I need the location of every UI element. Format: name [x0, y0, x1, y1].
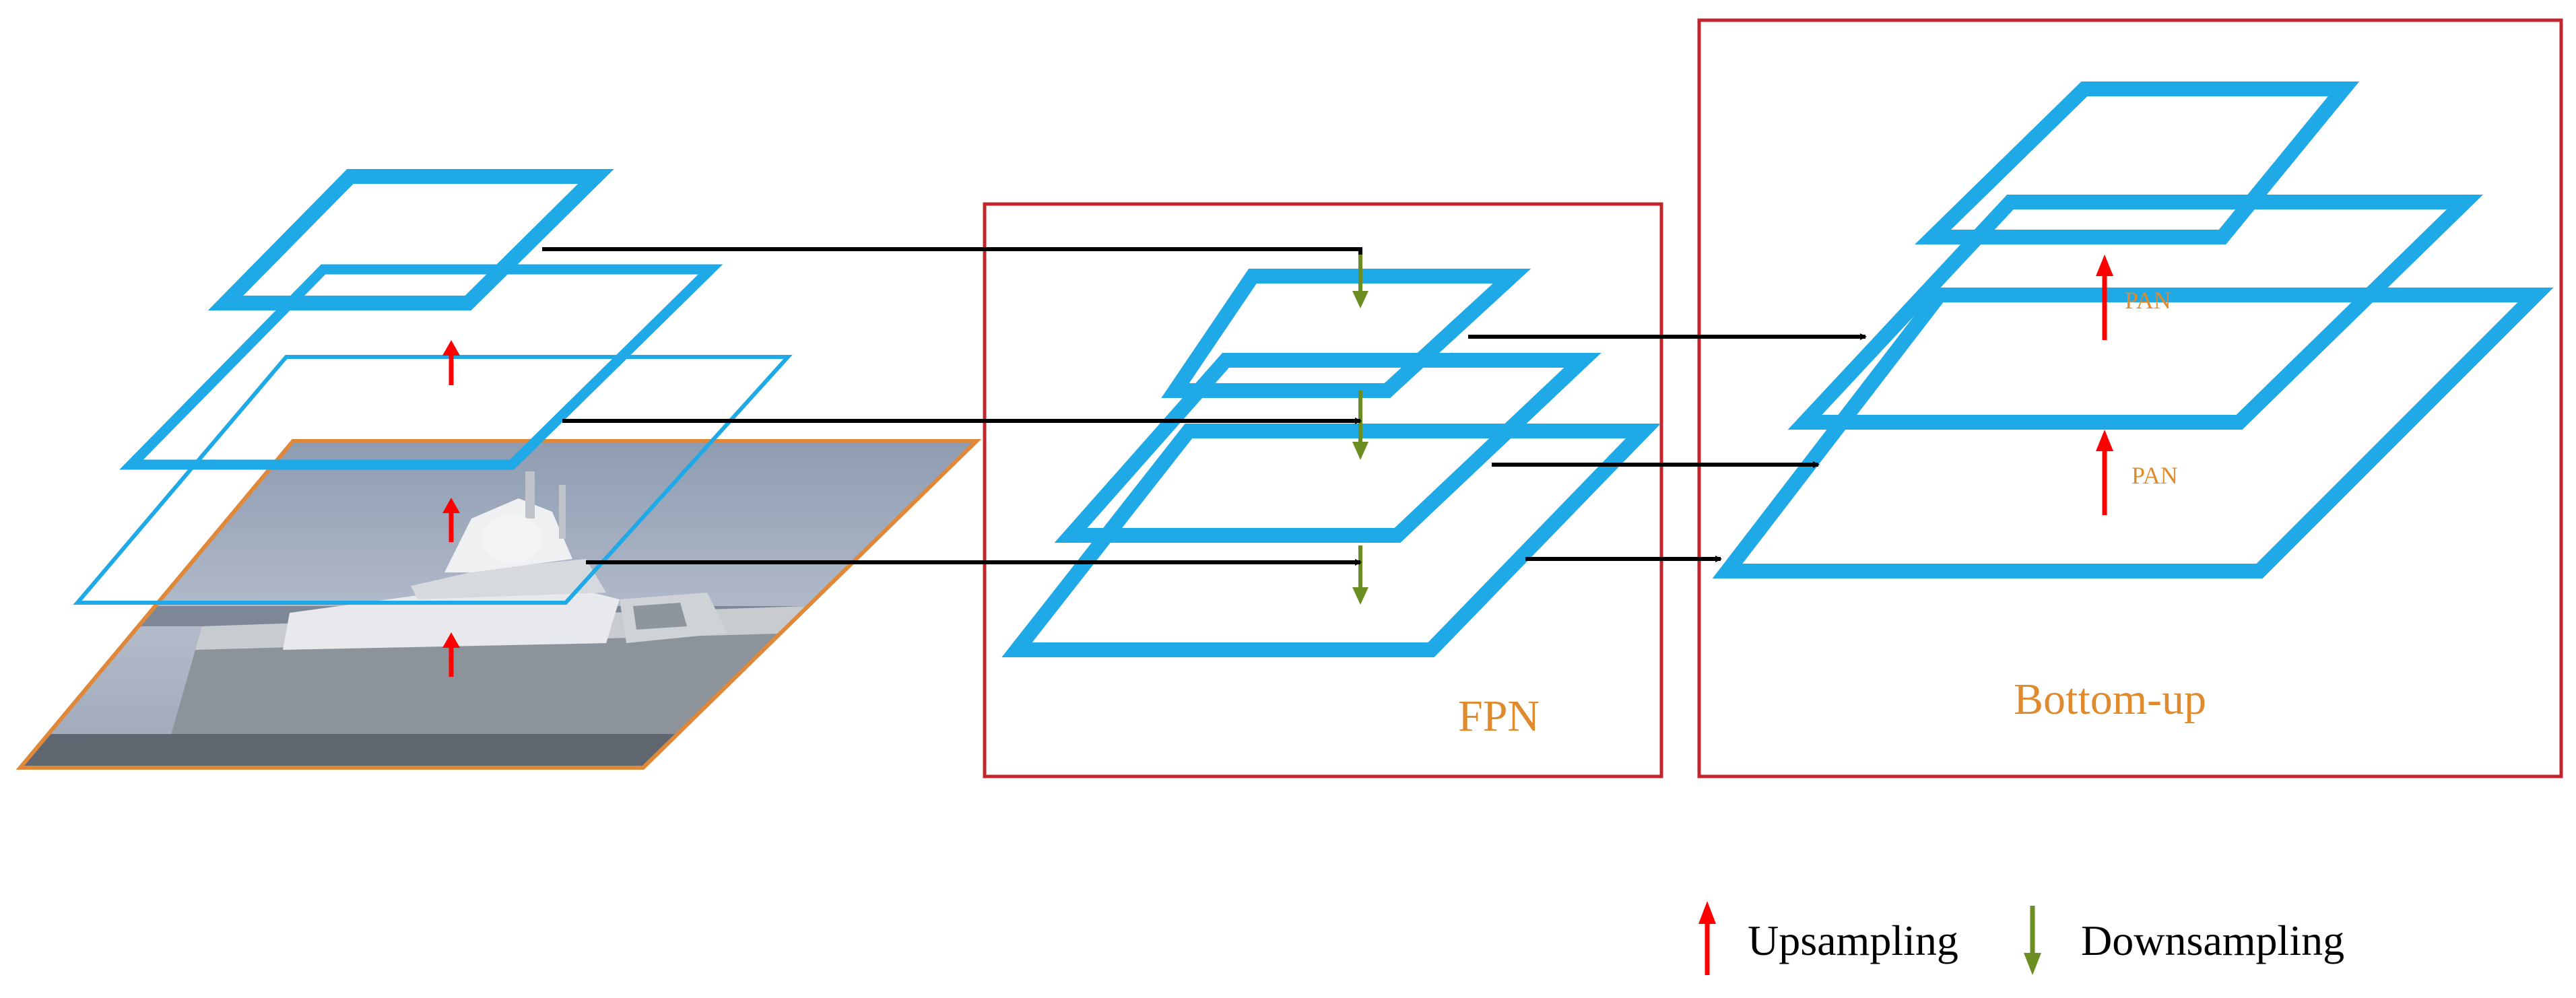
- down-arrow-icon: [1352, 249, 1368, 308]
- bottom-up-label: Bottom-up: [2014, 675, 2206, 724]
- flow-arrows: [542, 247, 1867, 566]
- up-arrow-icon: [2096, 255, 2113, 340]
- backbone-layer-1: [207, 169, 614, 310]
- down-arrow-icon: [1352, 545, 1368, 605]
- legend: Upsampling Downsampling: [1698, 901, 2344, 975]
- fpn-box: [983, 202, 1663, 778]
- legend-up-arrow-icon: [1698, 901, 1716, 975]
- bottom-up-box: [1697, 18, 2563, 778]
- up-arrow-icon: [2096, 430, 2113, 515]
- fpn-downsampling-arrows: [1352, 249, 1368, 605]
- up-arrow-icon: [442, 498, 460, 542]
- fpn-layer-1: [1161, 269, 1531, 398]
- legend-downsampling-label: Downsampling: [2081, 917, 2344, 964]
- flow-arrow-backbone-1-to-fpn-1: [542, 247, 1362, 255]
- legend-down-arrow-icon: [2024, 906, 2041, 975]
- bottom-up-layer-2: [1787, 195, 2484, 430]
- backbone-upsampling-arrows: [442, 340, 460, 677]
- pan-label-bottom: PAN: [2132, 462, 2178, 489]
- bottom-up-layer-3: [1712, 288, 2554, 578]
- fpn-layer-3: [1001, 424, 1661, 657]
- input-image: [15, 439, 982, 770]
- legend-upsampling-label: Upsampling: [1748, 917, 1958, 964]
- fpn-label: FPN: [1458, 692, 1540, 741]
- bottom-up-layer-1: [1915, 81, 2360, 244]
- pan-upsampling-arrows: [2096, 255, 2113, 515]
- up-arrow-icon: [442, 340, 460, 385]
- up-arrow-icon: [442, 632, 460, 677]
- pan-label-top: PAN: [2125, 287, 2171, 314]
- fpn-layer-2: [1054, 353, 1601, 543]
- backbone-layer-2: [119, 264, 723, 470]
